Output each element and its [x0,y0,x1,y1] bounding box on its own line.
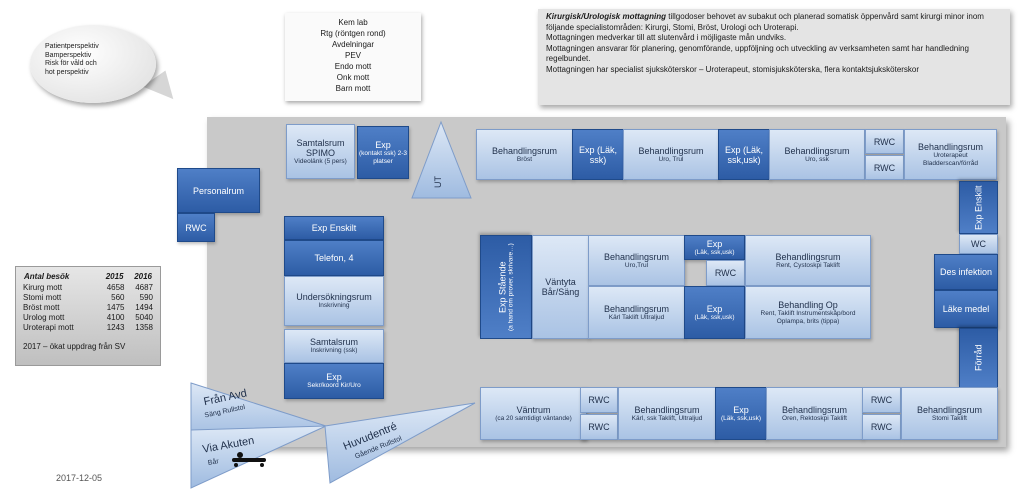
room-wc: WC [959,234,998,254]
room-beh-uroterapeut: Behandlingsrum Uroterapeut Bladderscan/f… [904,129,997,180]
room-exp-bottom: Exp (Läk, ssk,usk) [715,387,767,440]
destinations-list: Kem lab Rtg (röntgen rond) Avdelningar P… [285,13,421,101]
room-rwc-mid: RWC [706,260,745,286]
exit-ut-triangle [411,120,472,199]
room-telefon: Telefon, 4 [284,240,384,276]
room-rwc-bottom3: RWC [862,387,901,413]
room-beh-uro-trul2: Behandlingsrum Uro,Trul [588,235,685,286]
room-beh-op: Behandling Op Rent, Taklift Instrumentsk… [745,286,871,339]
room-vantrum: Väntrum (ca 20 samtidigt väntande) [480,387,587,440]
room-exp-mid2: Exp (Läk, ssk,usk) [684,286,745,339]
room-exp-sekr: Exp Sekr/koord Kir/Uro [284,363,384,399]
description-box: Kirurgisk/Urologisk mottagning tillgodos… [538,9,1010,105]
room-exp-mid1: Exp (Läk, ssk,usk) [684,235,745,260]
room-personalrum: Personalrum [177,168,260,213]
room-exp-enskilt: Exp Enskilt [284,216,384,240]
room-undersokning: Undersökningsrum Inskrivning [284,276,384,326]
room-rwc-bottom1: RWC [580,387,618,413]
perspective-callout [30,25,156,103]
room-beh-uro-trul: Behandlingsrum Uro, Trul [623,129,719,180]
stretcher-icon [232,452,266,467]
room-exp-lak-ssk-usk: Exp (Läk, ssk,usk) [718,129,770,180]
room-beh-uro-ssk: Behandlingsrum Uro, ssk [769,129,865,180]
room-beh-rent-cysto: Behandlingsrum Rent, Cystoskpi Taklift [745,235,871,286]
room-beh-karl-ssk: Behandlingsrum Kärl, ssk Taklift, Ultral… [618,387,716,440]
room-rwc-top1: RWC [865,129,904,154]
room-samtalsrum: Samtalsrum Inskrivning (ssk) [284,329,384,363]
entrance-huvudentre [324,402,476,484]
visits-note: 2017 – ökat uppdrag från SV [23,342,126,351]
entrance-via-akuten [190,425,327,489]
perspective-callout-text: Patientperspektiv Bamperspektiv Risk för… [45,43,99,76]
diagram-date: 2017-12-05 [56,473,103,483]
via-akuten-sub: Bår [207,457,220,467]
room-beh-brost: Behandlingsrum Bröst [476,129,573,180]
room-lake-medel: Läke medel [934,290,998,328]
room-des-infektion: Des infektion [934,254,998,290]
description-title: Kirurgisk/Urologisk mottagning [546,12,667,21]
room-rwc-bottom4: RWC [862,414,901,440]
room-exp-lak-ssk: Exp (Läk, ssk) [572,129,624,180]
room-exp-kontakt: Exp (kontakt ssk) 2-3 platser [357,126,409,179]
table-header: Antal besök 2015 2016 [24,272,152,281]
room-beh-stomi: Behandlingsrum Stomi Taklift [901,387,998,440]
room-rwc-bottom2: RWC [580,414,618,440]
room-beh-oren: Behandlingsrum Oren, Rektoskpi Taklift [766,387,863,440]
room-rwc-left: RWC [177,213,215,242]
ut-label: UT [433,176,443,188]
floor-plan: Samtalsrum SPIMO Videolänk (5 pers) Exp … [207,117,1006,447]
room-samtalsrum-spimo: Samtalsrum SPIMO Videolänk (5 pers) [286,124,355,179]
room-rwc-top2: RWC [865,155,904,180]
room-beh-karl: Behandlingsrum Kärl Taklift Ultraljud [588,286,685,339]
